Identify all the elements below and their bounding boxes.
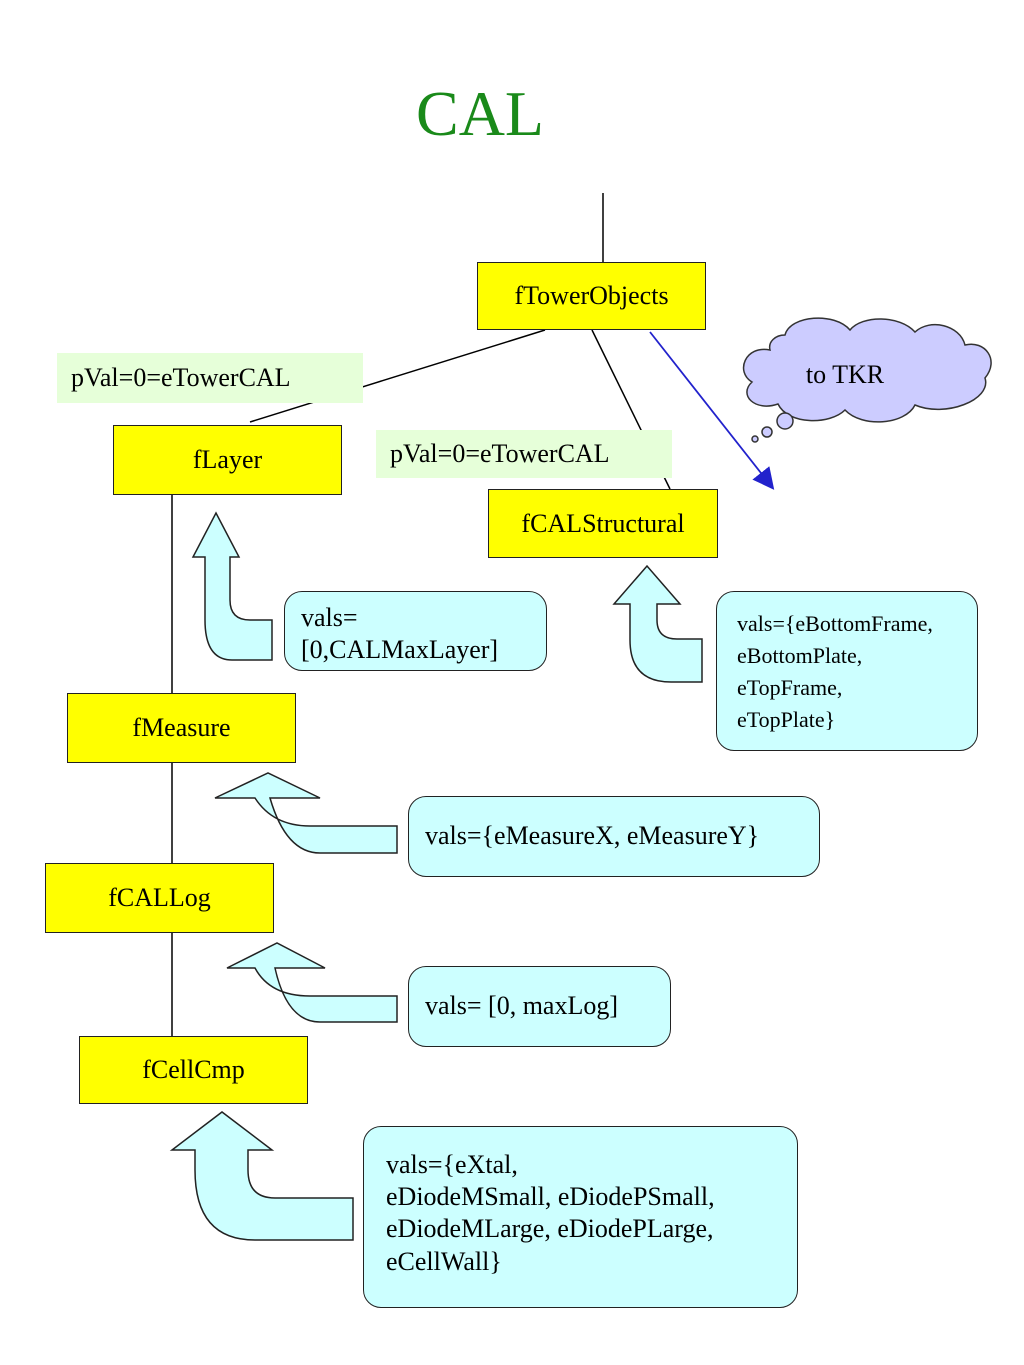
vals-structural-line-2: eBottomPlate, (737, 642, 863, 668)
connector-tower-layer (249, 329, 546, 423)
cloud-bubble-medium (761, 426, 773, 438)
vals-structural-line-1: vals={eBottomFrame, (737, 611, 933, 636)
vals-structural-line-4: eTopPlate} (737, 706, 836, 732)
vals-box-callog: vals= [0, maxLog] (408, 966, 671, 1047)
vals-box-cellcmp: vals={eXtal, eDiodeMSmall, eDiodePSmall,… (363, 1126, 798, 1308)
pval-label-structural: pVal=0=eTowerCAL (376, 430, 672, 478)
up-arrow-structural (612, 564, 703, 683)
up-arrow-cellcmp (169, 1111, 354, 1241)
cloud-label: to TKR (805, 360, 885, 389)
cloud-bubble-large (776, 412, 794, 430)
vals-layer-line-2: [0,CALMaxLayer] (301, 635, 499, 665)
vals-layer-line-1: vals= (301, 603, 358, 632)
node-fcellcmp: fCellCmp (79, 1036, 308, 1104)
vals-cellcmp-line-1: vals={eXtal, (386, 1150, 518, 1179)
cloud-bubble-small (751, 435, 759, 443)
page-title: CAL (416, 78, 544, 149)
vals-callog-line-1: vals= [0, maxLog] (425, 991, 619, 1021)
vals-cellcmp-line-2: eDiodeMSmall, eDiodePSmall, (386, 1182, 715, 1212)
vals-box-layer: vals= [0,CALMaxLayer] (284, 591, 547, 671)
thought-cloud (742, 317, 992, 443)
node-flayer: fLayer (113, 425, 342, 495)
up-arrow-layer (191, 511, 273, 661)
node-fmeasure: fMeasure (67, 693, 296, 763)
vals-box-structural: vals={eBottomFrame, eBottomPlate, eTopFr… (716, 591, 978, 751)
up-arrow-callog (226, 942, 398, 1023)
node-fcalstructural: fCALStructural (488, 489, 718, 558)
vals-box-measure: vals={eMeasureX, eMeasureY} (408, 796, 820, 877)
node-ftowerobjects: fTowerObjects (477, 262, 706, 330)
vals-cellcmp-line-4: eCellWall} (386, 1246, 502, 1276)
to-tkr-arrow (649, 331, 775, 490)
vals-structural-line-3: eTopFrame, (737, 674, 843, 700)
vals-measure-line-1: vals={eMeasureX, eMeasureY} (425, 821, 760, 851)
pval-label-layer: pVal=0=eTowerCAL (57, 353, 363, 403)
node-fcallog: fCALLog (45, 863, 274, 933)
vals-cellcmp-line-3: eDiodeMLarge, eDiodePLarge, (386, 1214, 714, 1244)
up-arrow-measure (214, 772, 398, 854)
